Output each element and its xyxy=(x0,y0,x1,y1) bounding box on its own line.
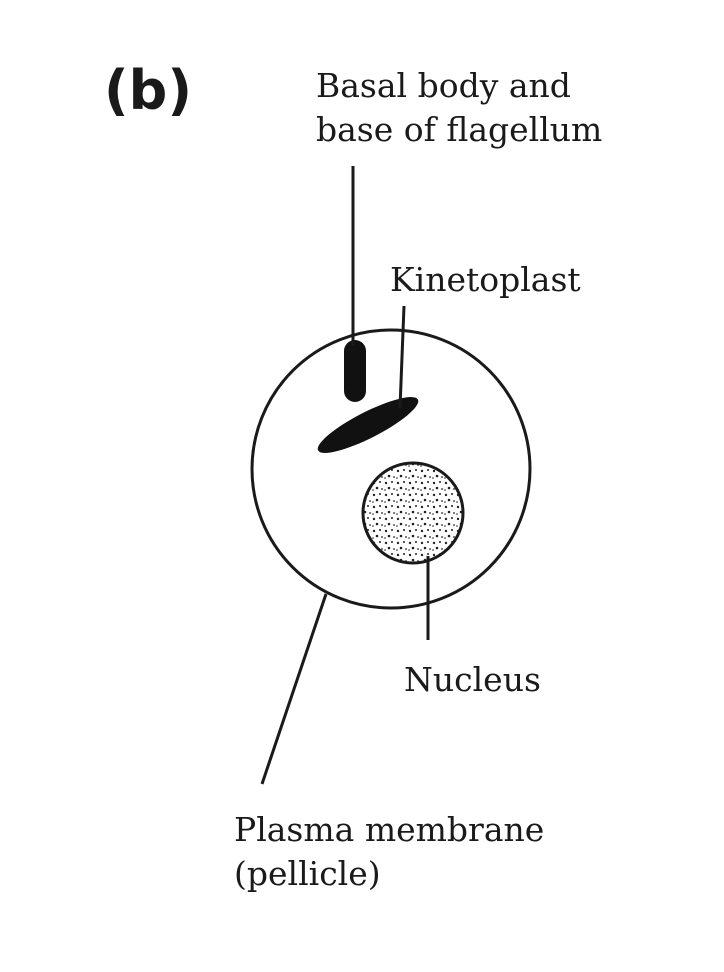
nucleus-label: Nucleus xyxy=(404,660,541,699)
basal-body-label-line-2: base of flagellum xyxy=(316,110,603,149)
panel-label: (b) xyxy=(104,59,193,122)
kinetoplast-shape xyxy=(317,397,419,453)
plasma-membrane-leader xyxy=(260,593,328,785)
basal-body-label-line-1: Basal body and xyxy=(316,66,571,105)
basal-body-shape xyxy=(344,340,366,402)
nucleus-shape xyxy=(361,461,465,565)
plasma-membrane-label-line-1: Plasma membrane xyxy=(234,810,545,849)
kinetoplast-leader xyxy=(398,305,406,409)
basal-body-label: Basal body and base of flagellum xyxy=(316,64,602,152)
kinetoplast-label: Kinetoplast xyxy=(390,260,581,299)
plasma-membrane-label-line-2: (pellicle) xyxy=(234,854,381,893)
cell-membrane xyxy=(250,328,532,610)
plasma-membrane-label: Plasma membrane (pellicle) xyxy=(234,808,544,896)
